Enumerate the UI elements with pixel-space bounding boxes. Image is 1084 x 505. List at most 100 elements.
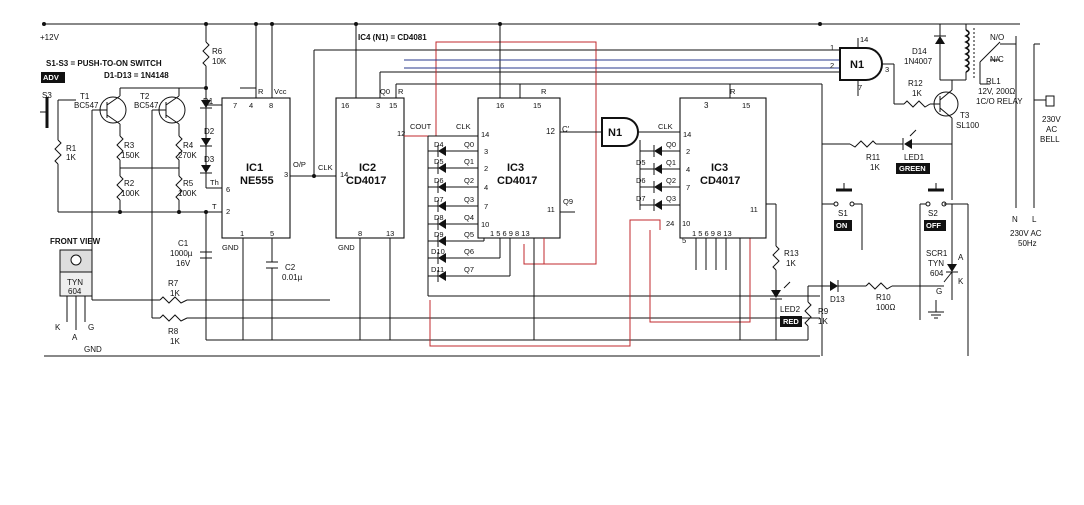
s1-label: S1 xyxy=(838,209,848,218)
ic3b-q0: Q0 xyxy=(666,140,676,149)
ic3a-d6: D6 xyxy=(434,176,444,185)
s2-label: S2 xyxy=(928,209,938,218)
c2-value: 0.01µ xyxy=(282,273,303,282)
r6-name: R6 xyxy=(212,47,223,56)
ic2-pin8: 8 xyxy=(358,229,362,238)
t3-name: T3 xyxy=(960,111,970,120)
bell-icon xyxy=(1045,95,1055,107)
r1-name: R1 xyxy=(66,144,77,153)
switch-s3 xyxy=(40,97,76,140)
r11-value: 1K xyxy=(870,163,880,172)
s3-label: S3 xyxy=(42,91,52,100)
ic3b-pin11: 11 xyxy=(750,205,758,214)
resistor-r1 xyxy=(54,139,62,165)
ic1-pin8: 8 xyxy=(269,101,273,110)
ic3b-q3: Q3 xyxy=(666,194,676,203)
switch-s1 xyxy=(833,183,855,207)
resistor-r13 xyxy=(772,245,780,271)
ic3a-q9: Q9 xyxy=(563,197,573,206)
gnd-label: GND xyxy=(84,345,102,354)
r5-name: R5 xyxy=(183,179,194,188)
resistor-r12 xyxy=(903,100,931,108)
c1-rating: 16V xyxy=(176,259,191,268)
pkg-part: TYN xyxy=(67,278,83,287)
ic1-pin4: 4 xyxy=(249,101,253,110)
bell-name: BELL xyxy=(1040,135,1060,144)
ic2-r: R xyxy=(398,87,404,96)
pkg-num: 604 xyxy=(68,287,82,296)
ic3a-q2: Q2 xyxy=(464,176,474,185)
ic3a-q0: Q0 xyxy=(464,140,474,149)
red-feedback-wire xyxy=(429,219,661,347)
ic2-clk: CLK xyxy=(318,163,333,172)
resistor-r10 xyxy=(865,282,893,290)
ic3a-diode xyxy=(428,181,478,193)
junction xyxy=(204,210,208,214)
ic3a-diode xyxy=(428,235,484,247)
r13-name: R13 xyxy=(784,249,799,258)
ic1-gnd: GND xyxy=(222,243,239,252)
ic2-pin12: 12 xyxy=(397,129,405,138)
t1-part: BC547 xyxy=(74,101,99,110)
ic3b-pin4: 4 xyxy=(686,165,690,174)
ic3b-pin14: 14 xyxy=(683,130,691,139)
junction xyxy=(312,174,316,178)
ic3a-pin2: 2 xyxy=(484,164,488,173)
red-tag xyxy=(780,316,802,327)
ic3a-pin16: 16 xyxy=(496,101,504,110)
switches-note: S1-S3 = PUSH-TO-ON SWITCH xyxy=(46,59,162,68)
vcc-terminal xyxy=(42,22,46,26)
n1-gate-top xyxy=(839,47,883,81)
ic3b-q1: Q1 xyxy=(666,158,676,167)
ic1-part: NE555 xyxy=(240,175,274,187)
t3-part: SL100 xyxy=(956,121,980,130)
ic2-body xyxy=(335,97,405,239)
scr-part: TYN xyxy=(928,259,944,268)
n1-pin14: 14 xyxy=(860,35,868,44)
ic3a-diode xyxy=(428,162,478,174)
r8-name: R8 xyxy=(168,327,179,336)
ic2-pin15: 15 xyxy=(389,101,397,110)
r1-value: 1K xyxy=(66,153,76,162)
ic3b-pin5: 5 xyxy=(682,236,686,245)
ic3a-diode xyxy=(428,270,510,282)
r10-value: 100Ω xyxy=(876,303,895,312)
ic1-t: T xyxy=(212,202,217,211)
ic3a-pin3: 3 xyxy=(484,147,488,156)
relay-spec1: 12V, 200Ω xyxy=(978,87,1015,96)
ic3a-name: IC3 xyxy=(507,162,524,174)
ic3b-part: CD4017 xyxy=(700,175,740,187)
red-bottom-wire xyxy=(649,230,751,323)
scr-g: G xyxy=(936,287,942,296)
n1-pin7: 7 xyxy=(858,83,862,92)
ic1-op: O/P xyxy=(293,160,306,169)
pkg-a: A xyxy=(72,333,78,342)
r7-value: 1K xyxy=(170,289,180,298)
ic2-pin16: 16 xyxy=(341,101,349,110)
ic3a-d11: D11 xyxy=(431,265,444,274)
ic2-pin14: 14 xyxy=(340,170,348,179)
n1-mid-label: N1 xyxy=(608,127,622,139)
ic2-cout: COUT xyxy=(410,122,432,131)
r2-value: 100K xyxy=(121,189,140,198)
resistor-r4 xyxy=(175,135,183,161)
junction xyxy=(818,22,822,26)
ic2-name: IC2 xyxy=(359,162,376,174)
ic3a-bottom: 1 5 6 9 8 13 xyxy=(490,229,530,238)
ic3a-d7: D7 xyxy=(434,195,444,204)
c2-name: C2 xyxy=(285,263,296,272)
d1-label: D1 xyxy=(203,97,214,106)
green-tag-text: GREEN xyxy=(899,164,926,173)
ic1-pin3: 3 xyxy=(284,170,288,179)
diode-d14 xyxy=(934,35,946,44)
scr-a: A xyxy=(958,253,964,262)
ic3b-q2: Q2 xyxy=(666,176,676,185)
ic3b-pin15: 15 xyxy=(742,101,750,110)
ic3b-pin3: 3 xyxy=(704,101,709,110)
led1-name: LED1 xyxy=(904,153,925,162)
ic1-vcc: Vcc xyxy=(274,87,287,96)
ic3a-q3: Q3 xyxy=(464,195,474,204)
ic1-pin2: 2 xyxy=(226,207,230,216)
